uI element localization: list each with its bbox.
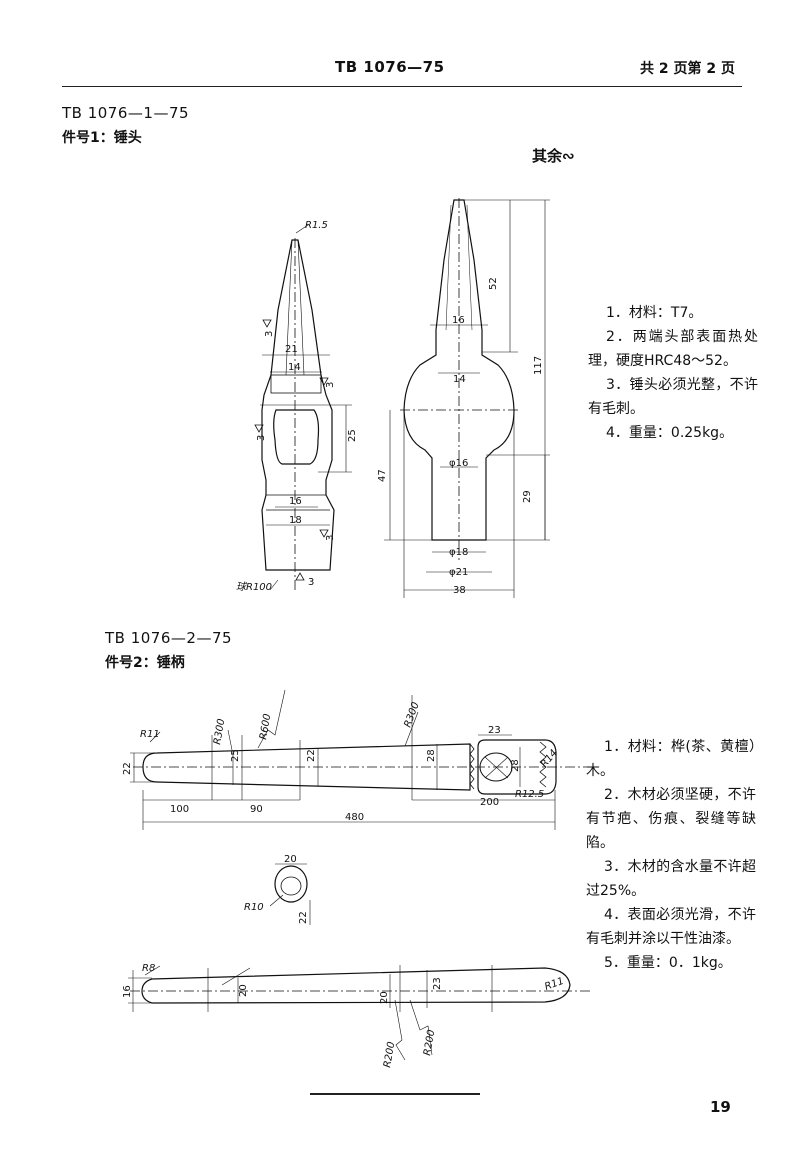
dim-20-b: 20 xyxy=(379,991,390,1004)
rough-3-d: 3 xyxy=(325,535,336,541)
dim-38: 38 xyxy=(453,585,466,596)
dim-23-end: 23 xyxy=(488,725,501,736)
rough-3-e: 3 xyxy=(308,577,314,588)
dim-r600: R600 xyxy=(258,713,273,741)
dim-r-tip: R1.5 xyxy=(305,220,328,231)
part2-note-2: 2．木材必须坚硬，不许有节疤、伤痕、裂缝等缺陷。 xyxy=(586,787,756,851)
dim-phi21: φ21 xyxy=(449,567,468,578)
dim-r11: R11 xyxy=(140,729,160,740)
dim-14-side: 14 xyxy=(288,362,301,373)
dim-phi18: φ18 xyxy=(449,547,468,558)
footer-rule xyxy=(310,1093,480,1095)
part1-note-4: 4．重量：0.25kg。 xyxy=(606,425,734,441)
dim-16-side: 16 xyxy=(122,985,133,998)
part1-note-1: 1．材料：T7。 xyxy=(606,305,703,321)
page-number: 19 xyxy=(710,1098,731,1116)
dim-r8: R8 xyxy=(142,963,155,974)
handle-top-view xyxy=(130,689,590,830)
dim-r300-a: R300 xyxy=(212,718,227,746)
dim-ball: 球R100 xyxy=(236,581,272,593)
part2-title: 件号2：锤柄 xyxy=(105,655,185,671)
page-info: 共 2 页第 2 页 xyxy=(640,61,735,77)
handle-side-view xyxy=(128,965,590,1061)
part2-note-4: 4．表面必须光滑，不许有毛刺并涂以干性油漆。 xyxy=(586,907,756,947)
part2-note-1: 1．材料：桦(茶、黄檀）木。 xyxy=(586,739,756,779)
dim-23-side: 23 xyxy=(432,977,443,990)
rough-3-b: 3 xyxy=(325,382,336,388)
dim-28-end: 28 xyxy=(510,759,521,772)
roughness-note: 其余∾ xyxy=(532,147,575,165)
part1-title: 件号1：锤头 xyxy=(62,130,142,146)
dim-14-front: 14 xyxy=(453,374,466,385)
dim-r200-a: R200 xyxy=(382,1041,397,1069)
dim-200: 200 xyxy=(480,797,499,808)
dim-r10: R10 xyxy=(244,902,264,913)
dim-21: 21 xyxy=(285,344,298,355)
rough-3-a: 3 xyxy=(264,331,275,337)
dim-r12-5: R12.5 xyxy=(515,789,544,800)
dim-90: 90 xyxy=(250,804,263,815)
part1-note-2: 2．两端头部表面热处理，硬度HRC48～52。 xyxy=(588,329,758,369)
page-header: TB 1076—75 共 2 页第 2 页 xyxy=(0,58,800,87)
standard-code: TB 1076—75 xyxy=(335,58,445,76)
part2-code: TB 1076—2—75 xyxy=(105,629,233,647)
dim-r11-end: R11 xyxy=(543,976,565,993)
dim-22-section: 22 xyxy=(298,911,309,924)
dim-480: 480 xyxy=(345,812,364,823)
header-rule xyxy=(62,86,742,87)
dim-28: 28 xyxy=(426,749,437,762)
dim-22-b: 22 xyxy=(306,749,317,762)
dim-16-front: 16 xyxy=(452,315,465,326)
dim-47: 47 xyxy=(377,469,388,482)
part2-note-5: 5．重量：0．1kg。 xyxy=(604,955,732,971)
dim-25-handle: 25 xyxy=(230,749,241,762)
dim-100: 100 xyxy=(170,804,189,815)
dim-20-section: 20 xyxy=(284,854,297,865)
part1-notes: 1．材料：T7。 2．两端头部表面热处理，硬度HRC48～52。 3．锤头必须光… xyxy=(588,301,758,445)
hammer-head-side-view xyxy=(254,224,352,591)
dim-18-side: 18 xyxy=(289,515,302,526)
part2-notes: 1．材料：桦(茶、黄檀）木。 2．木材必须坚硬，不许有节疤、伤痕、裂缝等缺陷。 … xyxy=(586,735,756,975)
part2-note-3: 3．木材的含水量不许超过25%。 xyxy=(586,859,756,899)
dim-52: 52 xyxy=(488,277,499,290)
part1-code: TB 1076—1—75 xyxy=(62,104,190,122)
dim-117: 117 xyxy=(533,356,544,375)
hammer-head-front-view xyxy=(384,198,550,598)
dim-29: 29 xyxy=(522,490,533,503)
dim-r300-b: R300 xyxy=(402,701,421,729)
dim-16-side: 16 xyxy=(289,496,302,507)
dim-20-a: 20 xyxy=(238,984,249,997)
part1-note-3: 3．锤头必须光整，不许有毛刺。 xyxy=(588,377,758,417)
dim-22-a: 22 xyxy=(122,762,133,775)
rough-3-c: 3 xyxy=(256,435,267,441)
dim-phi16: φ16 xyxy=(449,458,468,469)
dim-25: 25 xyxy=(347,429,358,442)
dim-r200-b: R200 xyxy=(422,1029,437,1057)
handle-small-section xyxy=(269,863,311,925)
